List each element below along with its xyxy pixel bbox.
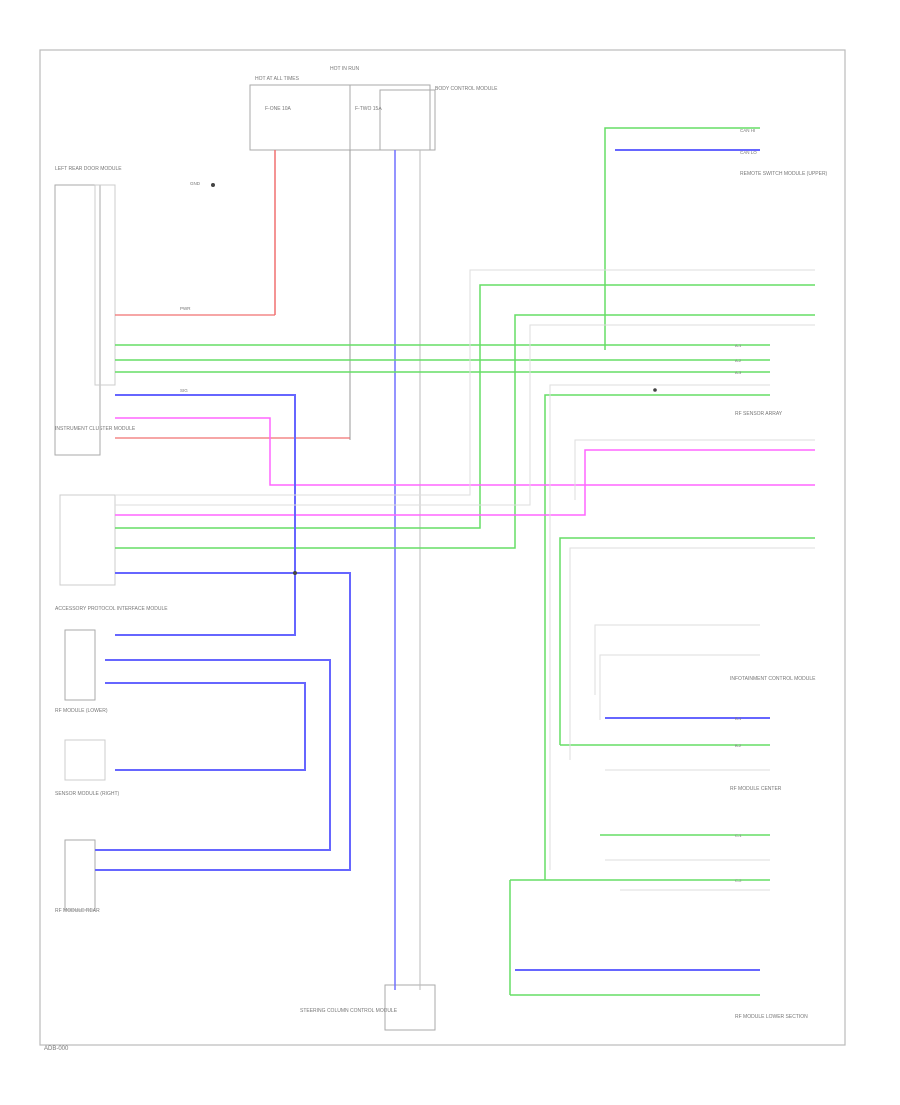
wire-label-gnd: GND — [190, 181, 201, 186]
module-label-right-mid: RF SENSOR ARRAY — [735, 411, 783, 417]
wire-label-samples: CAN HI CAN LO GND PWR SIG — [180, 128, 757, 393]
module-label-connector-top: BODY CONTROL MODULE — [435, 86, 498, 92]
rear-module-a — [64, 739, 106, 781]
splice-points — [211, 183, 657, 575]
diagram-frame — [39, 49, 846, 1046]
wire-label-can-hi: CAN HI — [740, 128, 755, 133]
fuse-box: HOT AT ALL TIMES HOT IN RUN F-ONE 10A F-… — [249, 66, 431, 151]
blue-wire-group — [95, 149, 770, 971]
footer-code: ADB-000 — [44, 1046, 69, 1052]
green-wire-group — [115, 127, 815, 996]
grey-wire-group — [115, 269, 815, 891]
module-label-right-bottom: RF MODULE LOWER SECTION — [735, 1014, 808, 1020]
module-label-lower-left: RF MODULE REAR — [55, 908, 100, 914]
fuse-label-left: HOT AT ALL TIMES — [255, 76, 300, 82]
fuse-b-label: F-TWO 15A — [355, 106, 382, 112]
module-label-steering: STEERING COLUMN CONTROL MODULE — [300, 1008, 398, 1014]
steering-module — [384, 984, 436, 1031]
left-mid-module — [59, 494, 116, 586]
svg-text:A-2: A-2 — [735, 358, 742, 363]
wire-label-pwr: PWR — [180, 306, 191, 311]
svg-text:C-1: C-1 — [735, 833, 742, 838]
center-connector — [379, 89, 436, 151]
wire-label-sig: SIG — [180, 388, 188, 393]
module-label-rear-a: RF MODULE (LOWER) — [55, 708, 108, 714]
module-label-right-top: REMOTE SWITCH MODULE (UPPER) — [740, 171, 828, 177]
svg-text:A-3: A-3 — [735, 370, 742, 375]
svg-text:C-2: C-2 — [735, 878, 742, 883]
wire-label-can-lo: CAN LO — [740, 150, 757, 155]
module-label-right-lower-b: RF MODULE CENTER — [730, 786, 782, 792]
magenta-wire-group — [115, 417, 815, 516]
module-label-left-top: LEFT REAR DOOR MODULE — [55, 166, 122, 172]
svg-text:B-1: B-1 — [735, 716, 742, 721]
svg-text:B-2: B-2 — [735, 743, 742, 748]
module-label-left-mid: INSTRUMENT CLUSTER MODULE — [55, 426, 136, 432]
lower-left-module — [64, 839, 96, 911]
left-top-module — [54, 184, 116, 456]
module-label-accessory: ACCESSORY PROTOCOL INTERFACE MODULE — [55, 606, 168, 612]
module-label-rear-b: SENSOR MODULE (RIGHT) — [55, 791, 120, 797]
module-label-right-lower-a: INFOTAINMENT CONTROL MODULE — [730, 676, 816, 682]
accessory-module — [64, 629, 96, 701]
fuse-a-label: F-ONE 10A — [265, 106, 292, 112]
right-pin-markers: A-1 A-2 A-3 B-1 B-2 C-1 C-2 — [735, 343, 742, 883]
fuse-label-right: HOT IN RUN — [330, 66, 359, 72]
svg-text:A-1: A-1 — [735, 343, 742, 348]
